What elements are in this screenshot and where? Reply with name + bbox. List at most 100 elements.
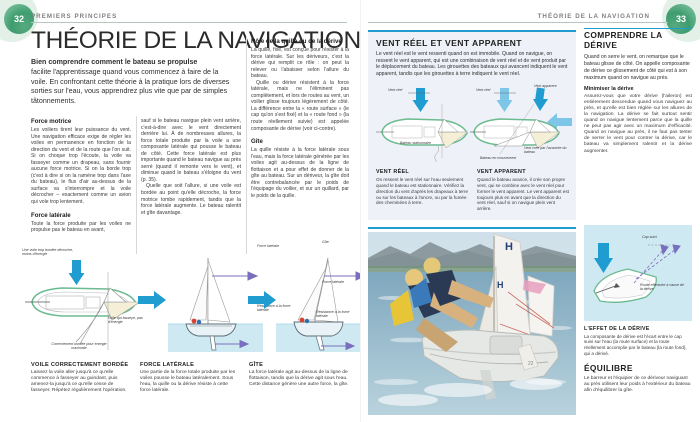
column-2: sauf si le bateau navigue plein vent arr… — [141, 118, 241, 216]
photo-illustration: H H — [368, 232, 576, 415]
header-rule-left — [31, 22, 347, 23]
label-sail-stalled: Une voile trop bordée décroche, moins d'… — [22, 248, 74, 257]
label-resistance-fig3: Résistance à la force latérale — [316, 310, 350, 319]
standfirst-lead: Bien comprendre comment le bateau se pro… — [31, 58, 198, 66]
diagram-band: Une voile trop bordée décroche, moins d'… — [20, 240, 371, 358]
diagram-heel — [276, 257, 371, 352]
label-vent-reel-right: Vent réel — [476, 88, 491, 92]
equilibre-title: ÉQUILIBRE — [584, 363, 633, 373]
label-resistance-fig2: Résistance à la force latérale — [257, 304, 291, 313]
caption-title: VOILE CORRECTEMENT BORDÉE — [31, 362, 129, 368]
wind-arrow-icon — [68, 260, 85, 285]
column-3: Rôle de la quille ou de la dérive La qui… — [251, 38, 349, 199]
label-vent-reel-left: Vent réel — [388, 88, 403, 92]
paragraph: Quelle que soit l'allure, si une voile e… — [141, 183, 241, 216]
caption-title: L'EFFET DE LA DÉRIVE — [584, 326, 650, 332]
paragraph: Quille ou dérive résistent à la force la… — [251, 79, 349, 132]
caption-title: VENT RÉEL — [376, 169, 409, 175]
sidebar-body: Assurez-vous que votre dérive (l'aileron… — [584, 93, 692, 154]
crew-2 — [410, 257, 494, 308]
feature-diagrams: Vent réel Bateau stationnaire — [372, 78, 572, 170]
diagram-vent-apparent — [470, 87, 572, 155]
caption-text: Laissez la voile aller jusqu'à ce qu'ell… — [31, 369, 127, 394]
column-1: Force motrice Les voiliers tirent leur p… — [31, 118, 131, 234]
header-rule-right — [368, 22, 668, 23]
sidebar-figure-derive: Cap suivi Route effectuée à cause de la … — [584, 225, 692, 321]
svg-text:H: H — [505, 241, 513, 253]
running-head-right: THÉORIE DE LA NAVIGATION — [537, 13, 650, 20]
page-number-left: 32 — [4, 4, 34, 34]
caption-vent-reel: VENT RÉEL On ressent le vent réel sur l'… — [376, 169, 469, 212]
caption-title: VENT APPARENT — [477, 169, 526, 175]
feature-intro: Le vent réel est le vent ressenti quand … — [376, 51, 568, 77]
label-sail-luffing: Voile qui fasseye, pas d'énergie — [108, 316, 143, 325]
label-force-laterale-fig2: Force latérale — [257, 244, 279, 248]
caption-text: Quand le bateau avance, il crée son prop… — [477, 177, 569, 212]
equilibre-text: Le barreur et l'équipier de ce dériveur … — [584, 375, 691, 394]
leader-line-1 — [408, 92, 430, 94]
boat-created-wind-arrow-icon — [547, 113, 572, 131]
feature-top-rule — [368, 30, 576, 32]
sidebar-figure-caption: L'EFFET DE LA DÉRIVE La composante de dé… — [584, 326, 692, 357]
label-cap-suivi: Cap suivi — [642, 235, 657, 239]
diagram-leeway — [584, 225, 692, 321]
diagram-lateral-force — [168, 258, 263, 352]
standfirst: Bien comprendre comment le bateau se pro… — [31, 58, 236, 106]
paragraph: La quille résiste à la force latérale so… — [251, 147, 349, 199]
caption-text: On ressent le vent réel sur l'eau seulem… — [376, 177, 469, 206]
label-route-effectuee: Route effectuée à cause de la dérive — [640, 283, 684, 292]
label-gite-fig3: Gîte — [322, 240, 329, 244]
left-page: 32 PREMIERS PRINCIPES THÉORIE DE LA NAVI… — [0, 0, 371, 395]
label-vent-apparent: Vent apparent — [534, 84, 557, 88]
heading-force-laterale: Force latérale — [31, 211, 71, 219]
apparent-wind-arrow-icon — [533, 87, 548, 111]
feature-title: VENT RÉEL ET VENT APPARENT — [376, 38, 522, 48]
label-sail-trimmed: Correctement bordée pour énergie maximal… — [51, 342, 107, 351]
caption-title: GÎTE — [249, 362, 264, 368]
column-rule-2 — [246, 36, 247, 254]
sidebar-title: COMPRENDRE LA DÉRIVE — [584, 30, 663, 51]
caption-voile-bordee: VOILE CORRECTEMENT BORDÉE Laissez la voi… — [31, 362, 131, 395]
wind-arrow-icon-sidebar — [594, 243, 613, 273]
sidebar-subheading: Minimiser la dérive — [584, 86, 634, 93]
caption-text: La force latérale agit au-dessus de la l… — [249, 369, 349, 388]
page-title: THÉORIE DE LA NAVIGATION — [31, 27, 361, 54]
flow-arrow-1-icon — [138, 291, 166, 309]
photo-dinghy-hiking: H H — [368, 232, 576, 415]
true-wind-arrow-icon — [412, 88, 429, 112]
standfirst-body: facilite l'apprentissage quand vous comm… — [31, 68, 230, 105]
heading-gite: Gîte — [251, 138, 263, 146]
running-head-left: PREMIERS PRINCIPES — [31, 13, 118, 20]
caption-gite: GÎTE La force latérale agit au-dessus de… — [249, 362, 349, 395]
column-rule-1 — [136, 116, 137, 254]
heading-force-motrice: Force motrice — [31, 118, 72, 125]
heading-role-quille: Rôle de la quille ou de la dérive — [251, 38, 342, 45]
paragraph: Toute la force produite par les voiles n… — [31, 220, 131, 234]
paragraph: sauf si le bateau navigue plein vent arr… — [141, 118, 241, 183]
diagram-vent-reel — [376, 88, 469, 163]
right-page: 33 THÉORIE DE LA NAVIGATION VENT RÉEL ET… — [360, 0, 700, 422]
diagram-sail-trim — [25, 260, 142, 350]
flow-arrow-2-icon — [248, 291, 276, 309]
label-vent-cree: Vent créé par l'avancée du bateau — [524, 146, 567, 155]
feature-box-vent: VENT RÉEL ET VENT APPARENT Le vent réel … — [368, 30, 576, 220]
sidebar-top-rule — [584, 28, 692, 30]
sidebar-intro: Quand on serre le vent, on remarque que … — [584, 54, 690, 81]
sidebar-comprendre-la-derive: COMPRENDRE LA DÉRIVE Quand on serre le v… — [584, 30, 692, 414]
leader-line-2 — [494, 92, 516, 94]
caption-vent-apparent: VENT APPARENT Quand le bateau avance, il… — [477, 169, 570, 212]
svg-text:22: 22 — [528, 361, 534, 367]
paragraph: La quille, fixe, est conçue pour résiste… — [251, 47, 349, 80]
label-bateau-stationnaire: Bateau stationnaire — [400, 141, 431, 145]
label-force-laterale-fig3: Force latérale — [322, 280, 344, 284]
caption-text: Une partie de la force totale produite p… — [140, 369, 236, 394]
true-wind-arrow-icon-2 — [496, 88, 513, 112]
feature-captions: VENT RÉEL On ressent le vent réel sur l'… — [376, 169, 570, 212]
label-bateau-en-mouvement: Bateau en mouvement — [480, 156, 517, 160]
paragraph: Les voiliers tirent leur puissance du ve… — [31, 127, 131, 206]
photo-top-rule — [368, 227, 576, 229]
caption-force-laterale: FORCE LATÉRALE Une partie de la force to… — [140, 362, 240, 395]
caption-title: FORCE LATÉRALE — [140, 362, 195, 368]
page-gutter — [360, 0, 361, 422]
sidebar-equilibre: ÉQUILIBRE Le barreur et l'équipier de ce… — [584, 363, 692, 394]
